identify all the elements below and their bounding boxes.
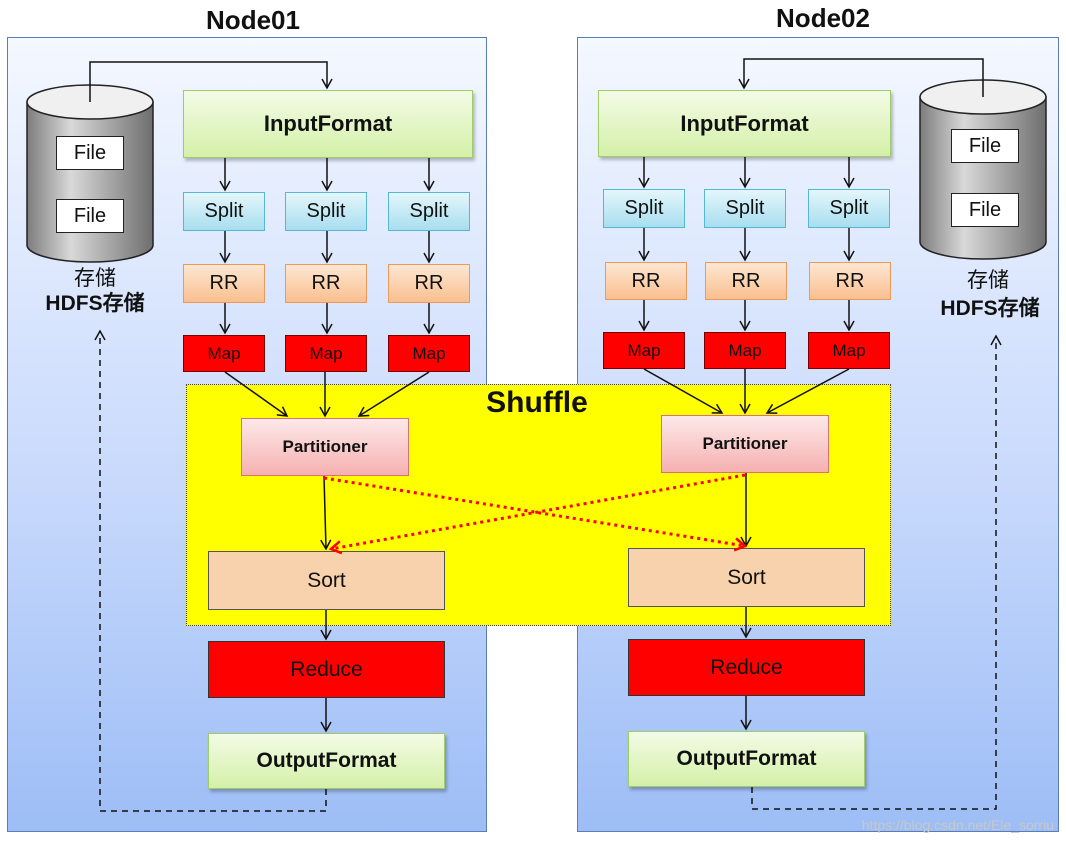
- node02-partitioner: Partitioner: [661, 415, 829, 473]
- node02-rr-2: RR: [705, 262, 787, 300]
- node02-rr-3: RR: [809, 262, 891, 300]
- node01-reduce: Reduce: [208, 641, 445, 698]
- node01-map-1: Map: [183, 335, 265, 372]
- node02-storage-label: 存储: [967, 269, 1009, 292]
- node01-map-3: Map: [388, 335, 470, 372]
- node01-file-2: File: [56, 199, 124, 233]
- node02-input-format: InputFormat: [598, 90, 891, 157]
- node02-split-2: Split: [704, 189, 786, 228]
- node02-output-format: OutputFormat: [628, 731, 865, 787]
- node01-file-1: File: [56, 136, 124, 170]
- node02-sort: Sort: [628, 548, 865, 607]
- node01-split-3: Split: [388, 192, 470, 231]
- node02-reduce: Reduce: [628, 639, 865, 696]
- node02-file-1: File: [951, 129, 1019, 163]
- node01-sort: Sort: [208, 551, 445, 610]
- node02-hdfs-label: HDFS存储: [940, 297, 1040, 320]
- node02-map-2: Map: [704, 332, 786, 369]
- node01-input-format: InputFormat: [183, 90, 473, 158]
- node02-map-3: Map: [808, 332, 890, 369]
- node01-hdfs-label: HDFS存储: [45, 292, 145, 315]
- node02-map-1: Map: [603, 332, 685, 369]
- node01-title: Node01: [206, 5, 300, 35]
- shuffle-label: Shuffle: [486, 386, 588, 419]
- node01-rr-1: RR: [183, 264, 265, 303]
- node01-rr-2: RR: [285, 264, 367, 303]
- node01-map-2: Map: [285, 335, 367, 372]
- node01-partitioner: Partitioner: [241, 418, 409, 476]
- watermark: https://blog.csdn.net/Ele_sorriu: [861, 817, 1054, 833]
- node02-split-3: Split: [808, 189, 890, 228]
- node02-title: Node02: [776, 3, 870, 33]
- node01-storage-label: 存储: [74, 267, 116, 290]
- node01-split-1: Split: [183, 192, 265, 231]
- node01-split-2: Split: [285, 192, 367, 231]
- node01-rr-3: RR: [388, 264, 470, 303]
- node02-split-1: Split: [603, 189, 685, 228]
- node01-output-format: OutputFormat: [208, 733, 445, 789]
- node02-rr-1: RR: [605, 262, 687, 300]
- node02-file-2: File: [951, 193, 1019, 227]
